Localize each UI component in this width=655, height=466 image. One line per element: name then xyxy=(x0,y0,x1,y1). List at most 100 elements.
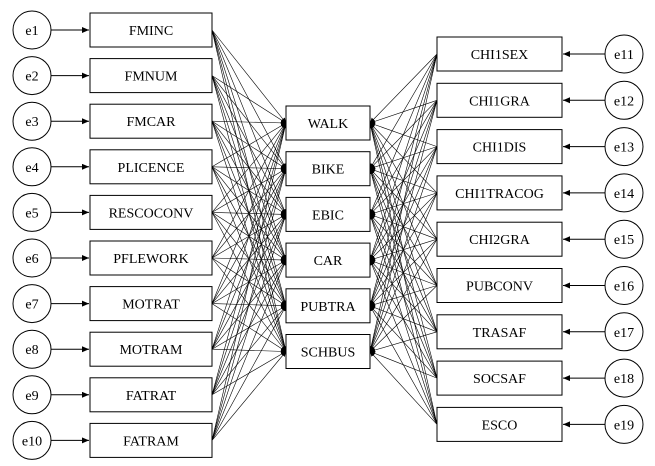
variable-label: MOTRAM xyxy=(119,343,183,358)
path-arrow xyxy=(211,122,287,213)
mode-label: CAR xyxy=(314,254,343,269)
variable-pflework: e6 PFLEWORK xyxy=(12,238,213,278)
variable-box xyxy=(89,149,213,185)
variable-box xyxy=(436,221,563,257)
variable-label: CHI2GRA xyxy=(469,233,531,248)
mode-ebic: EBIC xyxy=(285,196,371,232)
path-arrow xyxy=(368,122,438,425)
error-term-label: e16 xyxy=(614,280,634,295)
variable-label: CHI1DIS xyxy=(473,141,527,156)
mode-box xyxy=(285,196,371,232)
error-term-node xyxy=(604,127,644,167)
variable-label: CHI1TRACOG xyxy=(455,187,544,202)
error-term-node xyxy=(604,404,644,444)
path-arrow xyxy=(211,305,287,441)
variable-box xyxy=(436,314,563,350)
error-term-label: e13 xyxy=(614,141,634,156)
variable-box xyxy=(436,406,563,442)
path-arrow xyxy=(211,29,287,124)
variable-label: CHI1GRA xyxy=(469,94,531,109)
mode-bike: BIKE xyxy=(285,151,371,187)
variable-label: PUBCONV xyxy=(466,280,533,295)
variable-box xyxy=(89,331,213,367)
path-arrow xyxy=(211,120,287,126)
variable-chi1tracog: CHI1TRACOG e14 xyxy=(436,173,644,213)
variable-box xyxy=(89,377,213,413)
mode-pubtra: PUBTRA xyxy=(285,288,371,324)
path-arrow xyxy=(369,100,438,124)
error-term-label: e9 xyxy=(25,389,38,404)
path-arrow xyxy=(211,122,287,350)
error-term-node xyxy=(604,358,644,398)
error-term-label: e1 xyxy=(25,24,38,39)
path-arrow xyxy=(211,168,288,441)
mode-car: CAR xyxy=(285,242,371,278)
mode-label: SCHBUS xyxy=(301,346,355,361)
variable-chi1dis: CHI1DIS e13 xyxy=(436,127,644,167)
path-arrow xyxy=(211,214,287,441)
path-arrow xyxy=(211,122,287,304)
mode-label: PUBTRA xyxy=(300,300,356,315)
variable-label: FMCAR xyxy=(126,115,176,130)
path-arrow xyxy=(369,122,438,147)
mode-variables: WALK BIKE EBIC CAR PUBTRA SCHBUS xyxy=(285,105,371,369)
path-arrow xyxy=(211,259,287,441)
variable-box xyxy=(436,129,563,165)
path-arrow xyxy=(369,122,438,332)
variable-box xyxy=(436,268,563,303)
error-term-label: e18 xyxy=(614,372,634,387)
path-arrow xyxy=(211,122,288,395)
error-term-label: e12 xyxy=(614,94,634,109)
error-term-node xyxy=(604,173,644,213)
variable-box xyxy=(436,360,563,396)
mode-label: EBIC xyxy=(312,208,344,223)
path-arrow xyxy=(369,122,438,240)
mode-walk: WALK xyxy=(285,105,371,141)
variable-box xyxy=(436,82,563,118)
error-term-label: e8 xyxy=(25,343,38,358)
variable-label: MOTRAT xyxy=(122,298,180,313)
variable-label: FMNUM xyxy=(125,70,178,85)
variable-label: PLICENCE xyxy=(118,161,185,176)
variable-motram: e8 MOTRAM xyxy=(12,329,213,369)
variable-box xyxy=(89,58,213,94)
error-term-label: e6 xyxy=(25,252,38,267)
error-term-label: e14 xyxy=(614,187,634,202)
path-arrow xyxy=(369,122,438,194)
path-arrow xyxy=(211,122,287,168)
variable-pubconv: PUBCONV e16 xyxy=(436,266,644,305)
error-term-label: e5 xyxy=(25,206,38,221)
path-arrow xyxy=(369,214,438,425)
mode-box xyxy=(285,151,371,187)
variable-box xyxy=(89,422,213,458)
path-arrow xyxy=(368,122,438,379)
variable-label: FATRAT xyxy=(126,389,177,404)
variable-chi1gra: CHI1GRA e12 xyxy=(436,80,644,120)
path-arrow xyxy=(211,351,287,441)
path-arrow xyxy=(369,53,438,124)
path-arrow xyxy=(211,122,288,441)
error-term-label: e19 xyxy=(614,418,634,433)
error-term-label: e2 xyxy=(25,70,38,85)
path-arrow xyxy=(369,122,438,286)
variable-label: PFLEWORK xyxy=(113,252,188,267)
variable-box xyxy=(89,240,213,276)
mode-box xyxy=(285,242,371,278)
mode-box xyxy=(285,288,371,324)
error-term-node xyxy=(604,34,644,74)
mode-box xyxy=(285,105,371,141)
path-arrow xyxy=(211,122,287,259)
variable-box xyxy=(89,194,213,230)
